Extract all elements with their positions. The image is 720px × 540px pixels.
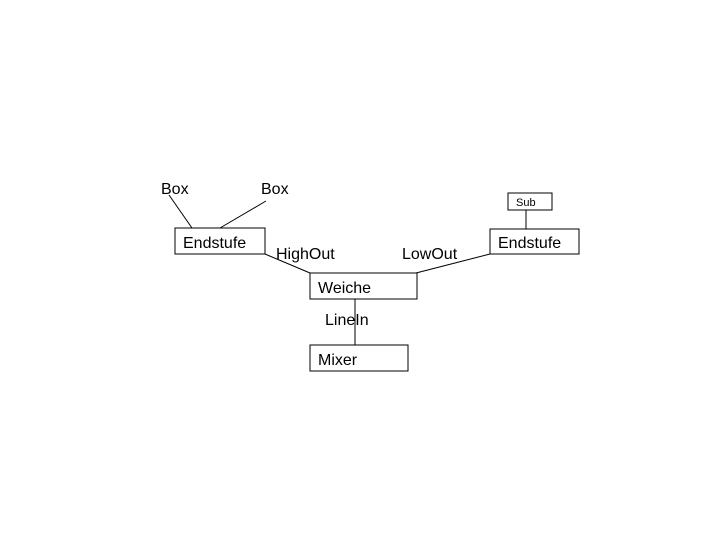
endstufe-right-box bbox=[489, 228, 580, 255]
node-endstufe-left: Endstufe bbox=[174, 227, 266, 255]
weiche-label: Weiche bbox=[318, 280, 371, 297]
mixer-box bbox=[309, 344, 409, 372]
node-weiche: Weiche bbox=[309, 272, 418, 300]
endstufe-right-label: Endstufe bbox=[498, 235, 561, 252]
line-in-label: LineIn bbox=[325, 312, 369, 329]
sub-box bbox=[507, 192, 553, 211]
sub-label: Sub bbox=[516, 197, 536, 209]
mixer-label: Mixer bbox=[318, 352, 358, 369]
edge-weiche-to-endstufe-right bbox=[415, 253, 491, 274]
high-out-label: HighOut bbox=[276, 246, 335, 263]
weiche-box bbox=[309, 272, 418, 300]
node-mixer: Mixer bbox=[309, 344, 409, 372]
edge-endstufe-left-to-weiche bbox=[264, 253, 311, 274]
node-sub: Sub bbox=[507, 192, 553, 211]
box-right-label: Box bbox=[261, 181, 289, 198]
connectors bbox=[168, 194, 527, 345]
edge-box-right-to-endstufe-left bbox=[219, 200, 267, 229]
box-left-label: Box bbox=[161, 181, 189, 198]
edge-box-left-to-endstufe-left bbox=[168, 194, 193, 229]
low-out-label: LowOut bbox=[402, 246, 458, 263]
node-endstufe-right: Endstufe bbox=[489, 228, 580, 255]
endstufe-left-box bbox=[174, 227, 266, 255]
endstufe-left-label: Endstufe bbox=[183, 235, 246, 252]
